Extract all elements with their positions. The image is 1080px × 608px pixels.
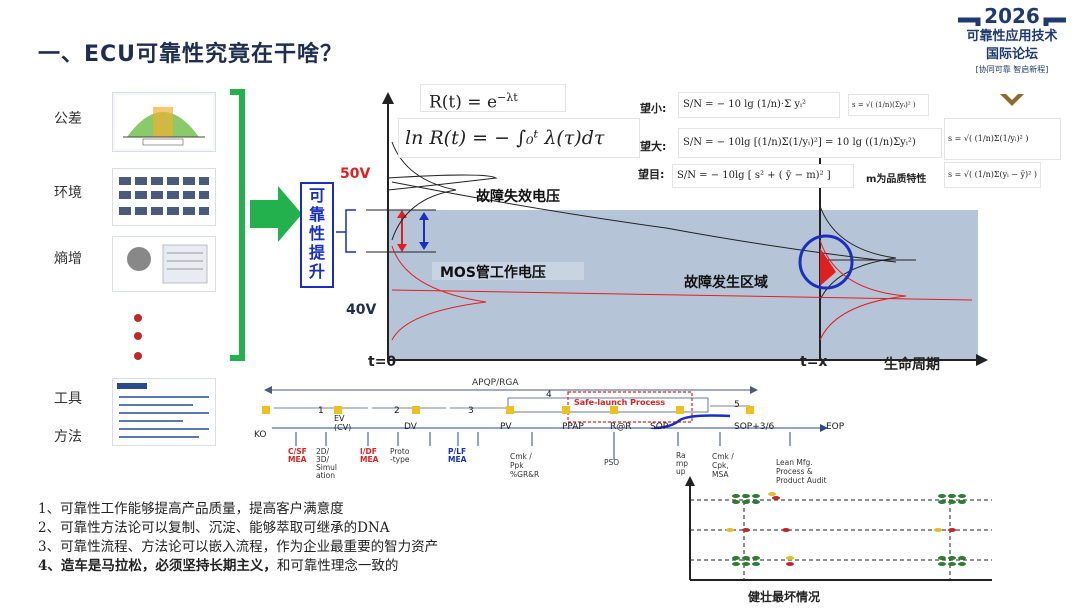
reliability-formula: R(t) = e−λt (420, 84, 566, 113)
nominal-note: m为品质特性 (866, 174, 927, 185)
prototype-label: Proto -type (390, 447, 410, 464)
cmk-cpk-label: Cmk / Cpk, MSA (712, 452, 734, 479)
label-lifecycle: 生命周期 (884, 357, 940, 373)
milestone-eop: EOP (826, 422, 845, 432)
logo-line1: 可靠性应用技术 (966, 29, 1058, 44)
label-tools: 工具 (54, 391, 82, 407)
larger-s-formula: s = √( (1/n)Σ(1/yᵢ)² ) (944, 118, 1061, 160)
chart-band (388, 210, 978, 360)
label-fault-region: 故障发生区域 (684, 275, 768, 291)
improve-char-1: 可 (308, 186, 325, 205)
logo-chevron-icon (1000, 94, 1024, 106)
list-item: 2、可靠性方法论可以复制、沉淀、能够萃取可继承的DNA (38, 520, 390, 536)
label-method: 方法 (54, 429, 82, 445)
forum-logo: 2026 可靠性应用技术 国际论坛 [协同可靠 智启新程] (948, 4, 1076, 108)
fault-region-circle (798, 234, 854, 290)
tolerance-thumbnail (112, 92, 216, 152)
process-timeline (262, 386, 828, 460)
cmk-ppk-label: Cmk / Ppk %GR&R (510, 452, 540, 479)
milestone-dv: DV (404, 422, 417, 432)
milestone-ppap: PPAP (562, 422, 584, 432)
phase-2: 2 (394, 406, 400, 416)
label-mos-voltage: MOS管工作电压 (440, 265, 546, 281)
robust-worst-case-plot (685, 476, 992, 581)
improve-char-3: 性 (308, 224, 325, 243)
milestone-pv: PV (500, 422, 512, 432)
ln-formula: ln R(t) = − ∫₀ᵗ λ(τ)dτ (398, 118, 640, 158)
logo-line3: [协同可靠 智启新程] (975, 65, 1049, 74)
simulation-label: 2D/ 3D/ Simul ation (316, 447, 337, 480)
milestone-sop: SOP (650, 422, 669, 432)
phase-3: 3 (468, 406, 474, 416)
label-tolerance: 公差 (54, 111, 82, 127)
milestone-rar: R@R (610, 422, 632, 432)
green-bracket-arrow (230, 89, 302, 361)
plf-mea-label: P/LF MEA (448, 447, 467, 464)
improve-char-5: 升 (308, 262, 325, 281)
csf-mea-label: C/SF MEA (288, 447, 307, 464)
list-item-4-rest: 和可靠性理念一致的 (276, 558, 399, 574)
entropy-thumbnail (112, 236, 216, 292)
phase-5: 5 (734, 400, 740, 410)
phase-1: 1 (318, 406, 324, 416)
phase-4: 4 (546, 390, 552, 400)
formula-r: R(t) = e (429, 92, 498, 113)
page-title: 一、ECU可靠性究竟在干啥？ (38, 42, 344, 67)
milestone-sop36: SOP+3/6 (734, 422, 775, 432)
nominal-formula: S/N = − 10lg [ s² + ( ȳ − m)² ] (672, 164, 854, 188)
smaller-formula: S/N = − 10 lg (1/n)·Σ yᵢ² (678, 92, 840, 118)
label-tx: t=x (800, 354, 828, 370)
improve-char-4: 提 (308, 243, 325, 262)
label-entropy: 熵增 (54, 251, 82, 267)
larger-formula: S/N = − 10lg [(1/n)Σ(1/yᵢ)²] = 10 lg ((1… (678, 128, 942, 158)
formula-r-exp: −λt (497, 91, 518, 104)
reliability-improve-box: 可 靠 性 提 升 (300, 182, 334, 288)
logo-bracket-icon (958, 17, 1066, 26)
list-item-4-bold: 4、造车是马拉松，必须坚持长期主义， (38, 558, 277, 574)
nominal-label: 望目: (638, 168, 665, 181)
label-failure-voltage: 故障失效电压 (476, 189, 560, 205)
list-item: 3、可靠性流程、方法论可以嵌入流程，作为企业最重要的智力资产 (38, 539, 439, 555)
lean-mfg-label: Lean Mfg. Process & Product Audit (776, 458, 827, 485)
improve-char-2: 靠 (308, 205, 325, 224)
stress-strength-chart (336, 92, 988, 366)
rampup-label: Ra mp up (676, 451, 689, 476)
larger-label: 望大: (640, 140, 667, 153)
label-environment: 环境 (54, 185, 82, 201)
list-item: 1、可靠性工作能够提高产品质量，提高客户满意度 (38, 501, 344, 517)
smaller-label: 望小: (640, 102, 667, 115)
safe-launch-label: Safe-launch Process (574, 398, 666, 407)
red-dot-markers (126, 310, 150, 366)
nominal-s-formula: s = √( (1/n)Σ(yᵢ − ȳ)² ) (944, 162, 1041, 188)
label-50v: 50V (340, 166, 371, 182)
pso-label: PSO (604, 458, 620, 467)
logo-year: 2026 (984, 4, 1040, 28)
label-t0: t=0 (368, 354, 397, 370)
apqp-label: APQP/RGA (472, 378, 519, 388)
milestone-ko: KO (254, 430, 267, 440)
milestone-ev: EV (CV) (334, 414, 352, 432)
tools-thumbnail (112, 378, 216, 446)
label-40v: 40V (346, 302, 377, 318)
environment-thumbnail (112, 168, 216, 226)
list-item: 4、造车是马拉松，必须坚持长期主义，和可靠性理念一致的 (38, 557, 438, 576)
smaller-s-formula: s = √( (1/n)(Σyᵢ)² ) (848, 94, 929, 116)
strength-degrade-curve (391, 181, 897, 263)
logo-line2: 国际论坛 (985, 47, 1038, 62)
robust-label: 健壮最坏情况 (748, 590, 821, 604)
idf-mea-label: I/DF MEA (360, 447, 379, 464)
summary-list: 1、可靠性工作能够提高产品质量，提高客户满意度 2、可靠性方法论可以复制、沉淀、… (38, 500, 438, 576)
